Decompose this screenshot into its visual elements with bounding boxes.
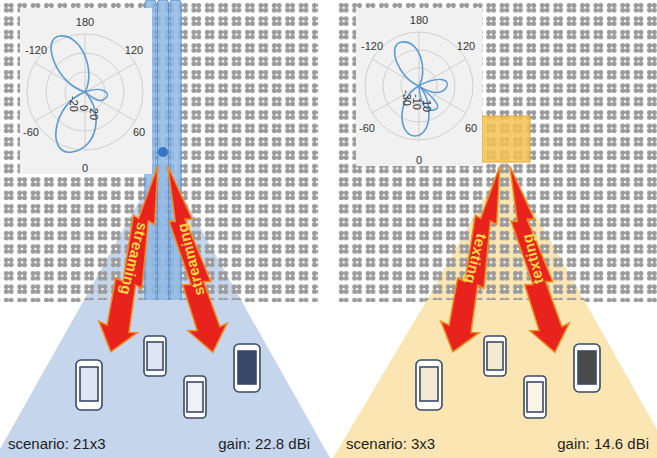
axis-label: -60 — [359, 122, 375, 134]
axis-label-holder: -120 — [361, 36, 383, 48]
axis-label-holder: 10 — [425, 100, 437, 112]
axis-label-holder: -60 — [359, 118, 375, 130]
axis-label: 180 — [76, 16, 94, 28]
axis-label-holder: -60 — [23, 122, 39, 134]
axis-label: 180 — [410, 14, 428, 26]
gain-text: gain: 14.6 dBi — [557, 435, 649, 452]
axis-label-holder: 20 — [92, 108, 104, 120]
band-shape — [338, 300, 657, 458]
band-shape — [0, 300, 318, 458]
axis-label-holder: 120 — [457, 36, 475, 48]
axis-label-holder: 0 — [416, 150, 422, 162]
polar-plot — [20, 8, 152, 174]
axis-label: -120 — [25, 44, 47, 56]
gain-text: gain: 22.8 dBi — [218, 435, 310, 452]
scenario-text: scenario: 21x3 — [8, 435, 106, 452]
axis-label-holder: 60 — [465, 118, 477, 130]
axis-label: 0 — [82, 162, 88, 174]
polar-plot — [356, 8, 482, 166]
axis-label: 120 — [457, 40, 475, 52]
element-grid — [338, 0, 657, 302]
axis-label: 0 — [416, 154, 422, 166]
scenario-text: scenario: 3x3 — [346, 435, 435, 452]
axis-label-holder: 180 — [410, 10, 428, 22]
axis-label: 20 — [88, 108, 100, 120]
axis-label: 60 — [465, 122, 477, 134]
axis-label: 120 — [125, 44, 143, 56]
element-grid — [0, 0, 318, 302]
coverage-band: scenario: 3x3 gain: 14.6 dBi — [338, 300, 657, 458]
axis-label-holder: 0 — [82, 158, 88, 170]
axis-label-holder: 60 — [133, 122, 145, 134]
axis-label: -120 — [361, 40, 383, 52]
coverage-band: scenario: 21x3 gain: 22.8 dBi — [0, 300, 318, 458]
bolt-label: streaming — [118, 221, 152, 297]
active-square — [482, 116, 530, 162]
axis-label-holder: 180 — [76, 12, 94, 24]
axis-label: 10 — [421, 100, 433, 112]
axis-label-holder: -120 — [25, 40, 47, 52]
axis-label: -60 — [23, 126, 39, 138]
phone-icons — [76, 336, 600, 418]
axis-label-holder: 120 — [125, 40, 143, 52]
axis-label: 60 — [133, 126, 145, 138]
bolt-label: streaming — [174, 221, 208, 297]
